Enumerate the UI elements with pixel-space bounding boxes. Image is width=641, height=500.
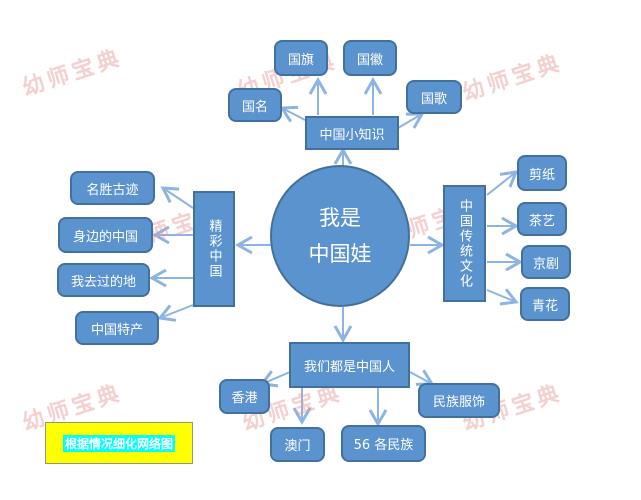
leaf-top-0: 国名 — [228, 88, 282, 122]
leaf-top-3: 国歌 — [406, 80, 462, 114]
branch-bottom: 我们都是中国人 — [289, 342, 410, 388]
branch-top: 中国小知识 — [305, 116, 399, 150]
leaf-bottom-0: 香港 — [219, 379, 270, 414]
leaf-top-1: 国旗 — [274, 40, 328, 76]
branch-left: 精彩中国 — [193, 191, 235, 307]
center-line-1: 我是 — [319, 206, 361, 230]
leaf-bottom-2: 56 各民族 — [341, 425, 426, 462]
leaf-right-2: 京剧 — [521, 245, 571, 279]
leaf-right-0: 剪纸 — [517, 155, 567, 191]
leaf-top-2: 国徽 — [343, 40, 397, 76]
refine-note-label: 根据情况细化网络图 — [62, 434, 175, 452]
leaf-left-2: 我去过的地 — [57, 263, 150, 297]
refine-note-box: 根据情况细化网络图 — [45, 422, 193, 464]
leaf-right-1: 茶艺 — [517, 202, 567, 236]
leaf-bottom-1: 澳门 — [270, 427, 325, 462]
leaf-left-1: 身边的中国 — [58, 217, 153, 253]
leaf-bottom-3: 民族服饰 — [418, 383, 500, 418]
branch-right: 中国传统文化 — [443, 185, 486, 302]
leaf-right-3: 青花 — [520, 287, 570, 321]
center-node: 我是 中国娃 — [270, 165, 410, 307]
leaf-left-3: 中国特产 — [75, 311, 159, 345]
leaf-left-0: 名胜古迹 — [70, 171, 155, 205]
center-line-2: 中国娃 — [308, 242, 372, 266]
